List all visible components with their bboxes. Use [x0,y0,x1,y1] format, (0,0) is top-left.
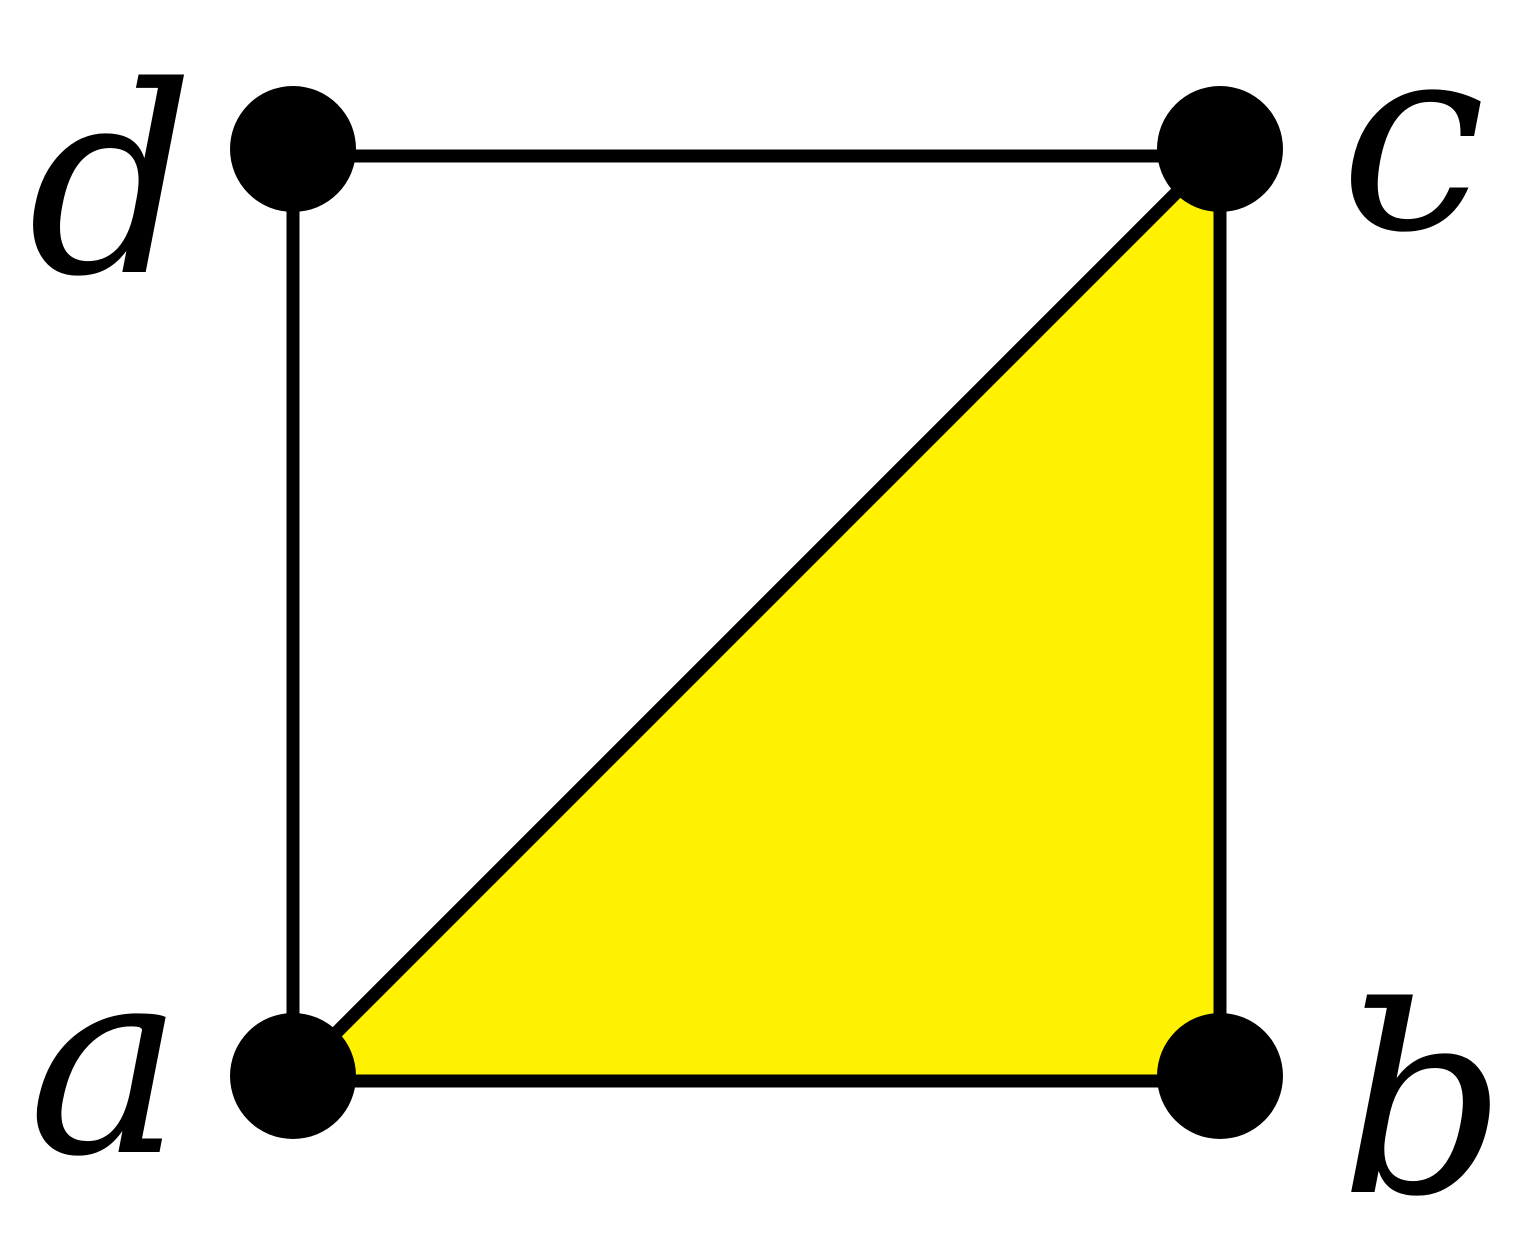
vertex-a [230,1013,356,1139]
vertex-label-c: c [1340,0,1486,290]
vertex-d [230,86,356,212]
edge-a-c-diagonal [288,144,1225,1081]
vertex-b [1157,1013,1283,1139]
vertex-label-a: a [28,912,183,1214]
vertex-label-b: b [1340,952,1506,1240]
vertex-c [1157,86,1283,212]
vertex-label-d: d [28,32,194,334]
